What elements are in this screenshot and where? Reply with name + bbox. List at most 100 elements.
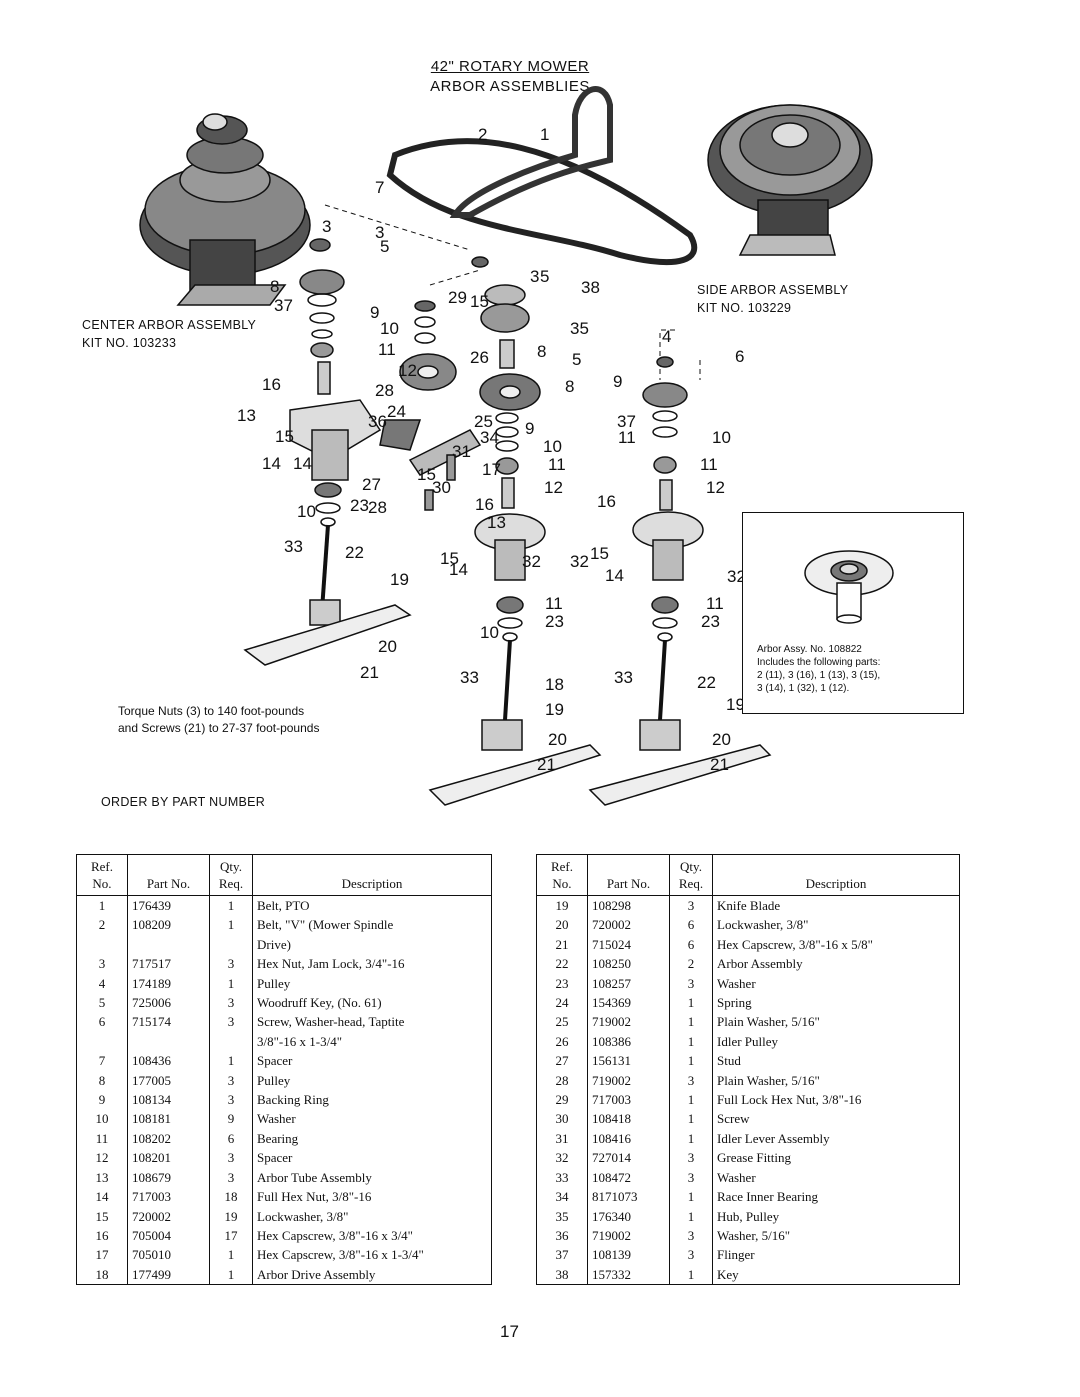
quantity-cell: 3 [669,895,713,916]
callout-number: 23 [701,612,720,631]
quantity-cell: 1 [669,1206,713,1226]
quantity-cell: 1 [209,915,253,935]
callout-number: 12 [398,361,417,380]
inset-line1: Arbor Assy. No. 108822 [757,644,862,655]
callout-number: 15 [275,427,294,446]
description-cell: Hex Capscrew, 3/8"-16 x 3/4" [252,1225,492,1246]
part-number-cell: 108181 [127,1109,210,1129]
ref-cell: 27 [555,1053,569,1069]
callout-number: 10 [712,428,731,447]
quantity-cell: 2 [669,954,713,974]
header-ref: Ref.No. [76,854,128,896]
page-title: 42" ROTARY MOWER [430,58,590,75]
callout-number: 30 [432,478,451,497]
callout-number: 27 [362,475,381,494]
quantity-cell: 3 [669,1148,713,1168]
description-cell: Flinger [712,1245,960,1265]
callout-number: 37 [617,412,636,431]
description-cell: Pulley [252,1070,492,1091]
description-cell: Idler Lever Assembly [712,1128,960,1149]
callout-number: 11 [618,428,636,447]
callout-number: 9 [370,303,379,322]
parts-row: Drive) [77,934,492,955]
callout-number: 22 [697,673,716,692]
callout-number: 20 [712,730,731,749]
callout-number: 20 [378,637,397,656]
torque-note-line2: and Screws (21) to 27-37 foot-pounds [118,721,320,735]
quantity-cell: 1 [669,993,713,1013]
callout-number: 7 [375,178,384,197]
inset-line2: Includes the following parts: [757,657,881,668]
callout-number: 19 [390,570,409,589]
ref-cell: 1 [98,898,106,913]
quantity-cell: 3 [209,1148,253,1168]
part-number-cell: 108202 [127,1128,210,1149]
description-cell: Full Lock Hex Nut, 3/8"-16 [712,1090,960,1110]
ref-cell: 6 [98,1014,106,1030]
callout-number: 4 [662,327,671,346]
torque-note-line1: Torque Nuts (3) to 140 foot-pounds [118,704,305,718]
ref-cell: 13 [95,1169,109,1185]
description-cell: Arbor Drive Assembly [252,1264,492,1285]
quantity-cell: 3 [209,1090,253,1110]
callout-number: 16 [262,375,281,394]
parts-row: 3/8"-16 x 1-3/4" [77,1031,492,1052]
ref-cell: 15 [95,1208,109,1224]
callout-number: 11 [545,594,563,613]
part-number-cell: 8171073 [587,1187,670,1207]
ref-cell: 12 [95,1150,109,1166]
callout-number: 23 [545,612,564,631]
callout-number: 11 [548,455,566,474]
quantity-cell: 1 [669,1051,713,1071]
drive-stack [428,256,602,806]
description-cell: Hex Nut, Jam Lock, 3/4"-16 [252,954,492,974]
description-cell: Belt, PTO [252,895,492,916]
quantity-cell: 1 [669,1031,713,1052]
part-number-cell: 705004 [127,1225,210,1246]
callout-number: 10 [480,623,499,642]
description-cell: Washer [252,1109,492,1129]
center-arbor-label: CENTER ARBOR ASSEMBLY [82,318,257,332]
callout-number: 8 [537,342,546,361]
ref-cell: 26 [555,1033,569,1049]
callout-number: 28 [375,381,394,400]
description-cell: Race Inner Bearing [712,1187,960,1207]
callout-number: 26 [470,348,489,367]
callout-number: 9 [613,372,622,391]
part-number-cell: 157332 [587,1264,670,1285]
part-number-cell: 108134 [127,1090,210,1110]
order-instruction: ORDER BY PART NUMBER [101,795,266,809]
callout-number: 17 [482,460,501,479]
center-arbor-kit: KIT NO. 103233 [82,336,177,350]
exploded-parts-diagram: 1233345556788899910101010101111111111111… [139,86,873,806]
ref-cell: 3 [98,956,106,972]
description-cell: Spacer [252,1051,492,1071]
ref-cell: 5 [98,995,106,1011]
ref-cell: 33 [555,1169,569,1185]
inset-line4: 3 (14), 1 (32), 1 (12). [757,683,850,694]
header-qty: Qty.Req. [209,854,253,896]
part-number-cell: 108386 [587,1031,670,1052]
callout-number: 21 [360,663,379,682]
arbor-inset-illustration [804,550,894,624]
callout-number: 31 [452,442,471,461]
ref-cell: 32 [555,1150,569,1166]
ref-cell: 28 [555,1072,569,1088]
callout-number: 33 [284,537,303,556]
